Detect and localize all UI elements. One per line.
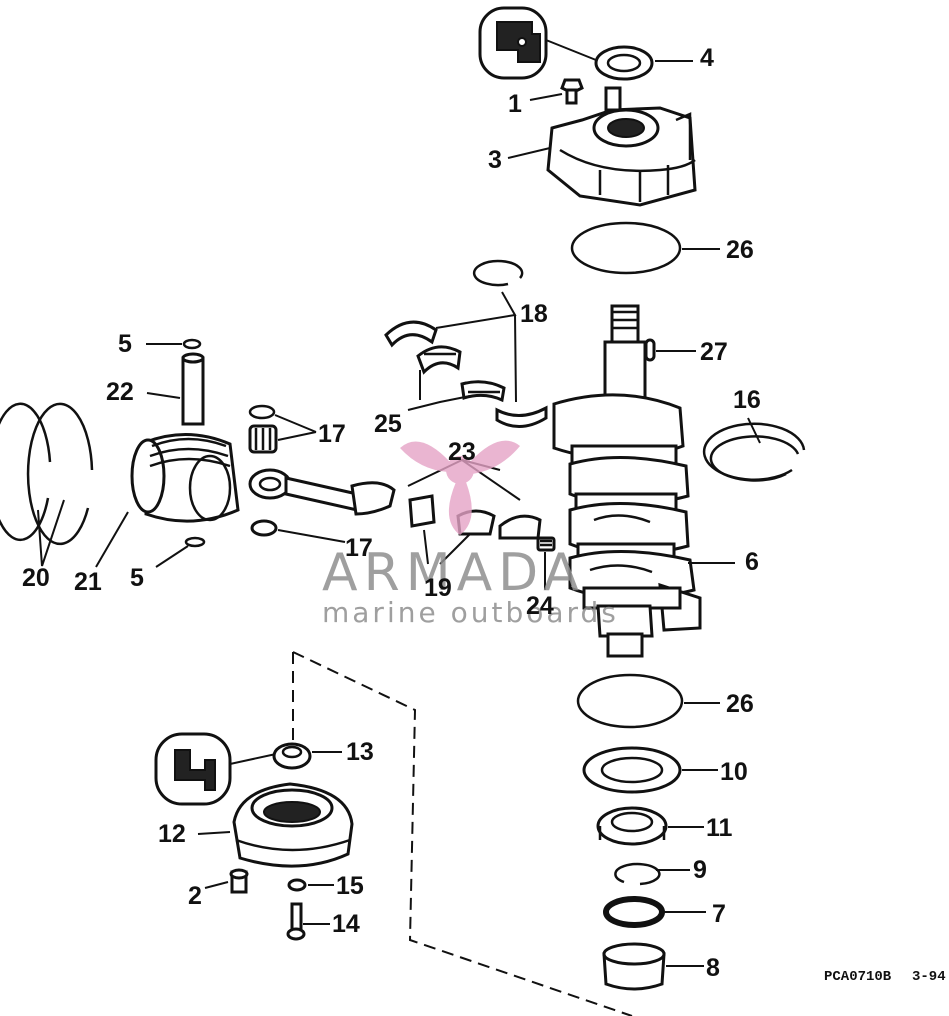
date-code: 3-94 [912,969,946,985]
callout-14: 14 [332,910,360,938]
callout-21: 21 [74,568,102,596]
callout-26-lower: 26 [726,690,754,718]
bushing-part-8 [602,942,704,991]
watermark-tagline: marine outboards [322,596,619,629]
needle-bearing-part-25b [460,380,506,403]
callout-16: 16 [733,386,761,414]
callout-23: 23 [448,438,476,466]
callout-1: 1 [508,90,522,118]
callout-3: 3 [488,146,502,174]
needle-bearing-part-17 [248,424,317,454]
piston-pin-part-22 [146,352,205,426]
bolt-part-2 [204,868,249,894]
washer-part-17-upper [248,404,317,433]
callout-18: 18 [520,300,548,328]
seal-part-7 [603,896,706,928]
callout-12: 12 [158,820,186,848]
callout-24: 24 [526,592,554,620]
sealant-badge-bottom-icon [154,732,277,806]
leader-19 [423,529,471,565]
callout-6: 6 [745,548,759,576]
bearing-cage-part-19a [408,494,436,528]
upper-bearing-housing-part-3 [507,86,697,207]
needle-bearing-part-25a [416,345,462,375]
clip-part-5-lower [155,536,206,568]
leader-18 [435,291,517,403]
leader-20 [37,499,65,567]
screw-part-14 [286,902,330,941]
seal-part-13 [272,742,342,770]
washer-part-17-lower [250,519,346,543]
callout-25: 25 [374,410,402,438]
clip-part-5-upper [146,338,202,350]
bearing-liner-part-18a [384,320,438,348]
retaining-ring-part-9 [614,862,690,886]
sealant-badge-top-icon [478,6,597,80]
callout-13: 13 [346,738,374,766]
o-ring-part-26-lower [576,673,720,729]
piston-ring-part-20a [0,402,52,542]
callout-22: 22 [106,378,134,406]
leader-25 [407,370,471,411]
watermark-brand: ARMADA [322,543,585,603]
crankshaft-part-6 [552,304,735,658]
figure-code: PCA0710B [824,969,892,985]
screw-part-24 [536,536,556,590]
ball-bearing-part-11 [596,806,704,846]
ring-part-16 [702,417,806,482]
o-ring-part-26-upper [570,221,720,275]
callout-27: 27 [700,338,728,366]
washer-part-15 [287,878,334,892]
callout-10: 10 [720,758,748,786]
piston-ring-part-20b [26,402,94,546]
callout-17-lower: 17 [345,534,373,562]
callout-20: 20 [22,564,50,592]
seal-part-4 [594,45,693,81]
callout-2: 2 [188,882,202,910]
bearing-plate-part-10 [582,746,718,794]
armada-propeller-logo-icon [400,440,520,535]
lower-bearing-housing-part-12 [197,782,354,868]
callout-4: 4 [700,44,714,72]
callout-9: 9 [693,856,707,884]
piston-part-21 [95,433,240,568]
callout-5-upper: 5 [118,330,132,358]
callout-26-upper: 26 [726,236,754,264]
rod-cap-part-23 [498,514,542,540]
callout-15: 15 [336,872,364,900]
bearing-liner-part-18b [495,405,548,428]
retainer-ring-part-18 [472,259,524,287]
callout-19: 19 [424,574,452,602]
callout-8: 8 [706,954,720,982]
key-part-27 [644,338,696,362]
screw-part-1 [529,78,584,105]
callout-17-upper: 17 [318,420,346,448]
connecting-rod-part-17 [248,468,396,516]
callout-5-lower: 5 [130,564,144,592]
callout-11: 11 [706,814,733,842]
callout-7: 7 [712,900,726,928]
assembly-dashed-line [292,651,633,1016]
